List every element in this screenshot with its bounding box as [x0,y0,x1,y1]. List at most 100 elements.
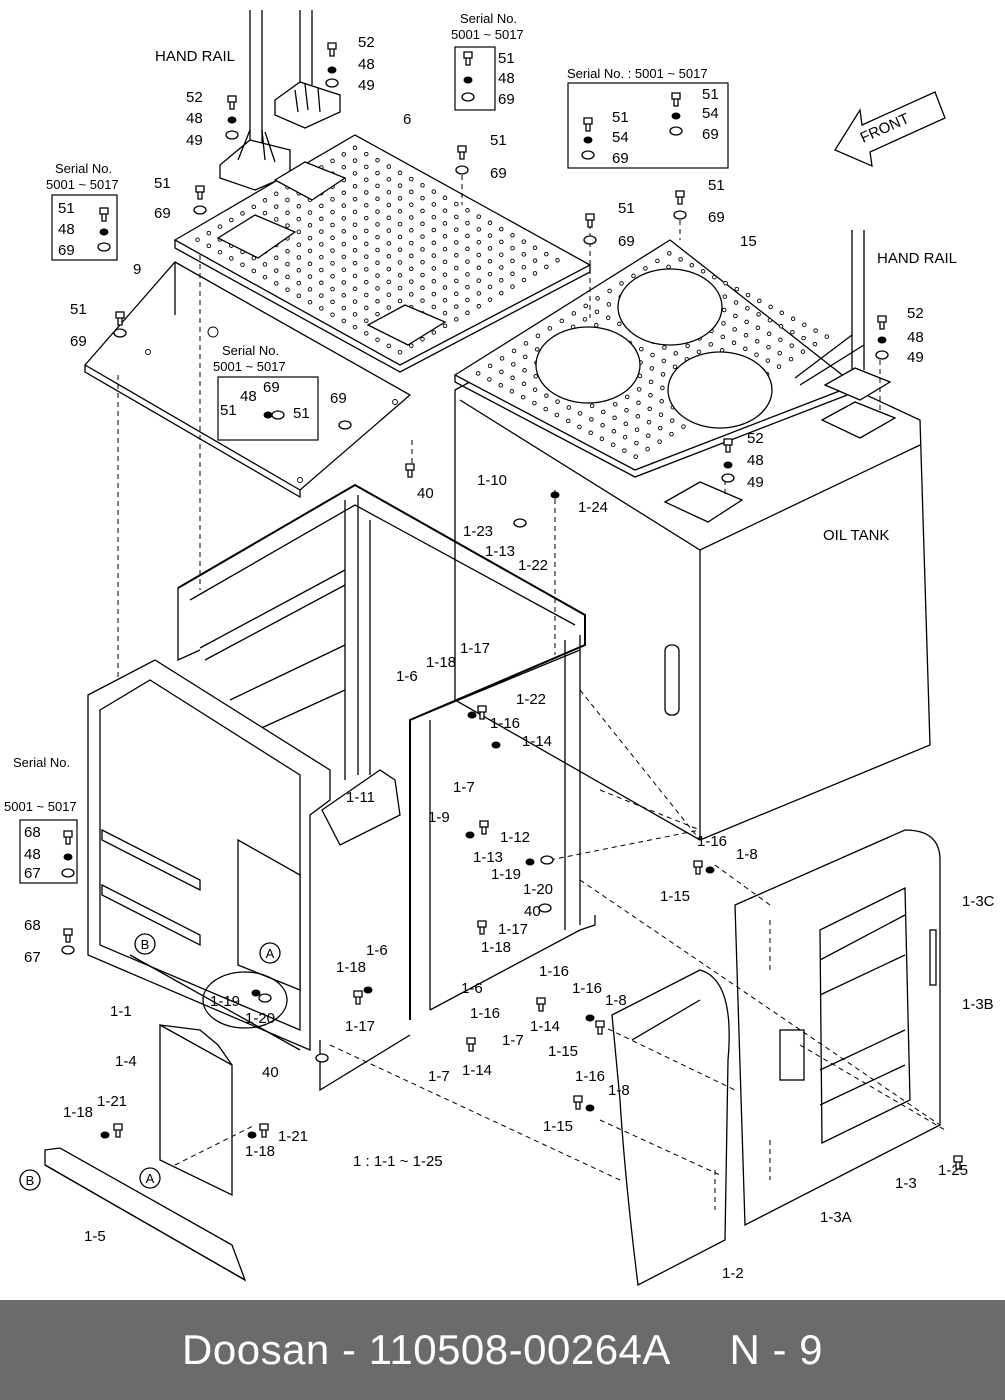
perforation-hole [409,266,414,272]
part-1-16f: 1-16 [575,1068,605,1085]
callout-a-1-label: A [266,946,275,961]
perforation-hole [566,405,572,410]
perforation-hole [431,279,437,284]
perforation-hole [734,286,740,292]
perforation-hole [743,333,749,338]
perforation-hole [341,216,347,221]
perforation-hole [386,292,392,297]
perforation-hole [487,220,493,226]
perforation-hole [319,203,324,209]
perforation-hole [319,242,324,247]
part-40a: 40 [417,485,434,502]
perforation-hole [790,316,796,322]
perforation-hole [669,418,675,423]
perforation-hole [352,260,358,266]
perforation-hole [352,299,358,304]
nut-icon [227,116,237,124]
perforation-hole [465,272,470,277]
part-1-7c: 1-7 [428,1068,450,1085]
perforation-hole [409,279,414,284]
perforation-hole [386,177,392,182]
perforation-hole [777,350,782,356]
perforation-hole [788,356,794,362]
legend-label: 1 : 1-1 ~ 1-25 [353,1153,443,1170]
box-rb-51: 51 [702,86,719,103]
washer-icon [113,328,127,338]
perforation-hole [431,304,437,310]
perforation-hole [364,164,369,170]
perforation-hole [487,284,493,290]
perforation-hole [375,273,380,278]
part-52d: 52 [747,430,764,447]
perforation-hole [454,317,459,322]
perforation-hole [768,304,773,310]
perforation-hole [476,278,482,283]
perforation-hole [397,273,403,278]
part-1-13b: 1-13 [473,849,503,866]
part-49c: 49 [907,349,924,366]
serial-title-3: Serial No. [55,161,112,176]
perforation-hole [465,246,470,252]
cover-1-5 [44,1147,247,1282]
perforation-hole [296,242,302,247]
perforation-hole [397,234,403,240]
perforation-hole [397,247,403,252]
perforation-hole [420,272,425,278]
box-lower-68: 68 [24,824,41,841]
exploded-parts-diagram: A A B B HAND RAIL HAND RAIL OIL TANK FRO… [4,10,995,1287]
perforation-hole [307,299,313,305]
perforation-hole [307,223,313,228]
perforation-hole [523,341,529,346]
part-1-21b: 1-21 [278,1128,308,1145]
perforation-hole [732,327,737,332]
perforation-hole [296,204,302,209]
perforation-hole [431,227,437,233]
perforation-hole [217,224,223,229]
perforation-hole [611,429,617,434]
washer-icon [315,1053,329,1063]
perforation-hole [790,329,795,335]
perforation-hole [659,399,664,404]
perforation-hole [648,379,654,385]
nut-icon [877,336,887,344]
perforation-hole [364,151,369,157]
serial-title-4: Serial No. [222,343,279,358]
perforation-hole [499,239,504,245]
perforation-hole [666,264,671,270]
perforation-hole [409,343,414,348]
perforation-hole [420,247,425,252]
perforation-hole [757,298,762,304]
perforation-hole [465,220,470,226]
dashed-leaders [174,175,946,1181]
perforation-hole [386,241,392,246]
perforation-hole [475,371,481,376]
perforation-hole [681,424,686,429]
part-1-18c: 1-18 [336,959,366,976]
perforation-hole [352,312,358,317]
nut-icon [585,1014,595,1022]
perforation-hole [511,362,516,367]
part-1-14a: 1-14 [522,733,552,750]
perforation-hole [499,265,504,270]
perforation-hole [319,267,324,273]
perforation-hole [754,352,759,357]
perforation-hole [657,439,662,444]
perforation-hole [476,291,482,296]
part-1-13a: 1-13 [485,543,515,560]
perforation-hole [607,288,612,294]
callout-b-1: B [134,933,156,955]
perforation-hole [386,189,392,195]
perforation-hole [589,403,595,409]
perforation-hole [534,347,540,352]
perforation-hole [386,343,392,349]
perforation-hole [364,203,369,208]
serial-box-top [454,46,496,111]
washer-icon [461,92,475,102]
perforation-hole [341,229,347,234]
perforation-hole [397,221,403,227]
perforation-hole [636,387,642,392]
perforation-hole [386,254,392,259]
washer-icon [338,420,352,430]
serial-range-3: 5001 ~ 5017 [46,177,119,192]
part-51e: 51 [70,301,87,318]
